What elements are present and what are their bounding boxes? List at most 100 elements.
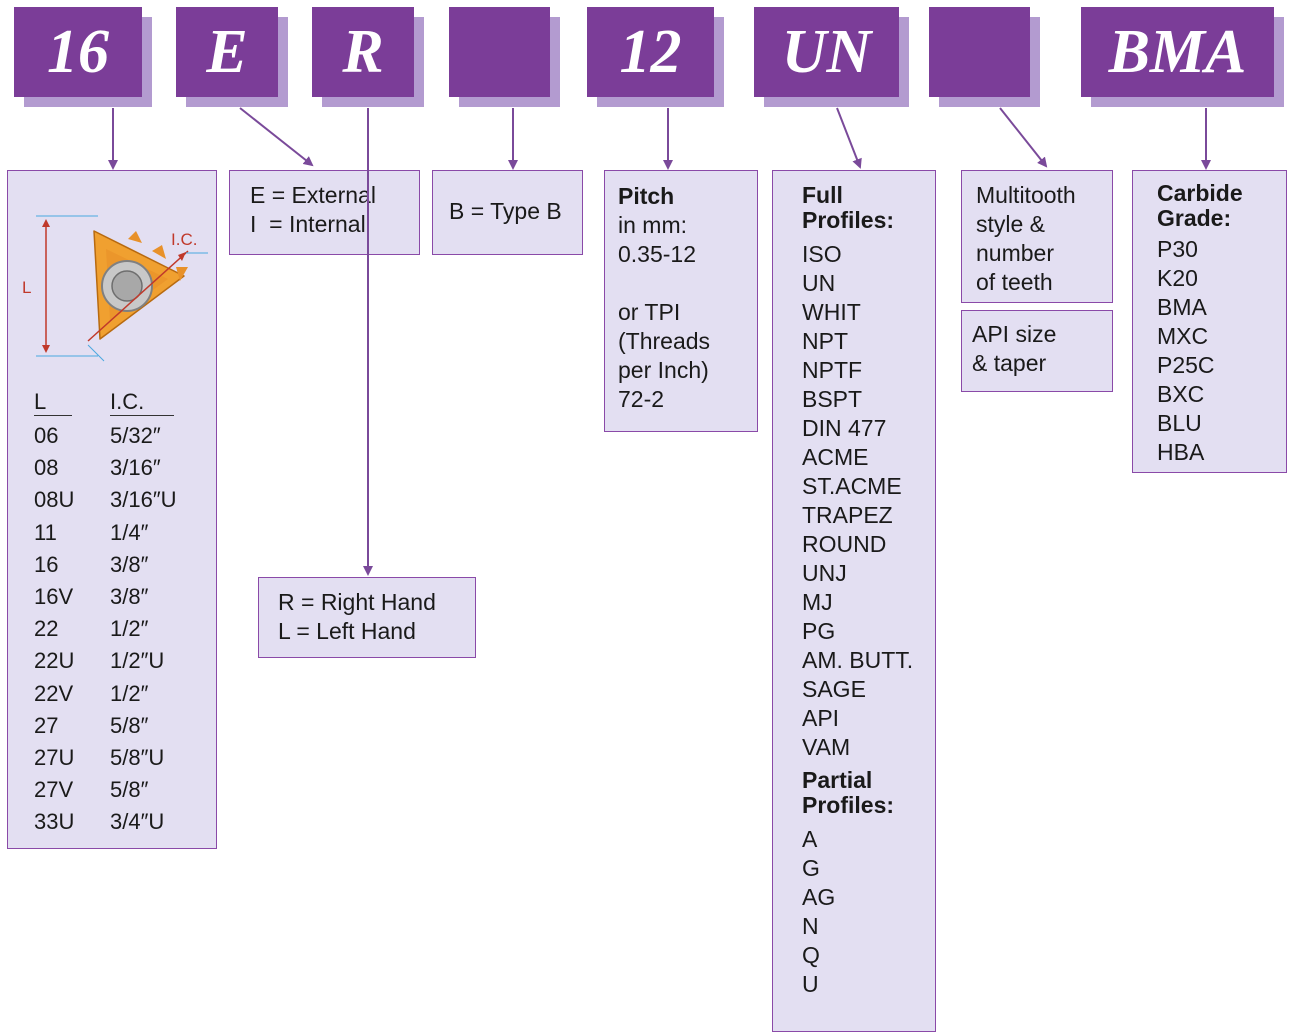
hand-line-1: R = Right Hand — [278, 589, 436, 615]
carbide-grade-item: K20 — [1157, 265, 1198, 291]
size-l-cell: 27V — [34, 777, 74, 803]
arrow-multitooth — [999, 107, 1048, 168]
partial-profiles-title-1: Partial — [802, 767, 873, 793]
multitooth-box: Multitooth style & number of teeth — [961, 170, 1113, 303]
size-ic-cell: 5/8″ — [110, 777, 149, 803]
full-profile-item: ST.ACME — [802, 473, 902, 499]
carbide-grade-item: P30 — [1157, 236, 1198, 262]
partial-profile-item: G — [802, 855, 820, 881]
ext-int-line-1: E = External — [250, 182, 376, 208]
size-table-row: 27V 5/8″ — [34, 774, 177, 806]
full-profile-item: BSPT — [802, 386, 863, 412]
api-line: API size — [972, 321, 1057, 347]
size-l-cell: 22U — [34, 648, 75, 674]
header-l: L — [34, 389, 72, 416]
full-profile-item: PG — [802, 618, 836, 644]
size-ic-cell: 1/2″ — [110, 616, 149, 642]
size-ic-cell: 3/16″ — [110, 455, 161, 481]
insert-diagram: L I.C. — [22, 215, 208, 362]
full-profile-item: UN — [802, 270, 836, 296]
api-line: & taper — [972, 350, 1047, 376]
size-l-cell: 27 — [34, 712, 59, 738]
code-box-ext-int: E — [176, 7, 288, 107]
size-ic-cell: 5/8″U — [110, 745, 165, 771]
size-ic-cell: 3/8″ — [110, 551, 149, 577]
code-box-pitch: 12 — [587, 7, 724, 107]
multitooth-line: of teeth — [976, 269, 1053, 295]
l-dimension-label: L — [22, 278, 31, 297]
size-ic-cell: 3/16″U — [110, 487, 177, 513]
code-box-profile: UN — [754, 7, 909, 107]
pitch-title: Pitch — [618, 183, 675, 209]
size-ic-cell: 1/2″ — [110, 680, 149, 706]
partial-profile-item: U — [802, 971, 819, 997]
full-profile-item: API — [802, 705, 840, 731]
full-profile-item: VAM — [802, 734, 851, 760]
partial-profile-item: A — [802, 826, 818, 852]
size-table-row: 08 3/16″ — [34, 452, 177, 484]
size-l-cell: 08 — [34, 455, 59, 481]
carbide-grade-item: BXC — [1157, 381, 1205, 407]
full-profiles-title-2: Profiles: — [802, 207, 895, 233]
size-table-row: 08U 3/16″U — [34, 484, 177, 516]
partial-profile-item: N — [802, 913, 819, 939]
full-profile-item: DIN 477 — [802, 415, 887, 441]
ic-dimension-label: I.C. — [171, 230, 197, 249]
code-box-type — [449, 7, 560, 107]
full-profile-item: ISO — [802, 241, 842, 267]
multitooth-line: number — [976, 240, 1054, 266]
size-ic-cell: 5/8″ — [110, 712, 149, 738]
code-box-multitooth — [929, 7, 1040, 107]
pitch-line: per Inch) — [618, 357, 709, 383]
full-profiles-title-1: Full — [802, 182, 843, 208]
code-box-size: 16 — [14, 7, 152, 107]
code-multitooth — [929, 7, 1030, 97]
carbide-grade-item: MXC — [1157, 323, 1209, 349]
carbide-grade-item: BMA — [1157, 294, 1207, 320]
size-ic-cell: 1/4″ — [110, 519, 149, 545]
size-l-cell: 06 — [34, 423, 59, 448]
code-box-hand: R — [312, 7, 424, 107]
size-l-cell: 33U — [34, 809, 75, 835]
full-profile-item: SAGE — [802, 676, 866, 702]
pitch-line: 0.35-12 — [618, 241, 697, 267]
carbide-grade-item: HBA — [1157, 439, 1205, 465]
size-l-cell: 16V — [34, 584, 74, 610]
api-box: API size & taper — [961, 310, 1113, 392]
size-ic-cell: 1/2″U — [110, 648, 165, 674]
pitch-line: 72-2 — [618, 386, 665, 412]
size-l-cell: 08U — [34, 487, 75, 513]
code-pitch: 12 — [587, 7, 714, 97]
header-ic: I.C. — [110, 389, 174, 416]
size-table-row: 27 5/8″ — [34, 710, 177, 742]
multitooth-line: style & — [976, 211, 1046, 237]
partial-profile-item: AG — [802, 884, 836, 910]
size-ic-cell: 3/4″U — [110, 809, 165, 835]
pitch-line: in mm: — [618, 212, 687, 238]
arrow-profile — [836, 107, 862, 169]
carbide-grade-item: BLU — [1157, 410, 1202, 436]
full-profile-item: MJ — [802, 589, 833, 615]
size-table-row: 22 1/2″ — [34, 613, 177, 645]
full-profile-item: ROUND — [802, 531, 887, 557]
full-profile-item: NPTF — [802, 357, 863, 383]
multitooth-line: Multitooth — [976, 182, 1076, 208]
full-profile-item: WHIT — [802, 299, 861, 325]
hand-box: R = Right Hand L = Left Hand — [258, 577, 476, 658]
size-table-row: 33U 3/4″U — [34, 806, 177, 838]
carbide-grade-item: P25C — [1157, 352, 1215, 378]
size-l-cell: 22 — [34, 616, 59, 642]
partial-profile-item: Q — [802, 942, 820, 968]
type-box: B = Type B — [432, 170, 583, 255]
carbide-title-1: Carbide — [1157, 180, 1243, 206]
